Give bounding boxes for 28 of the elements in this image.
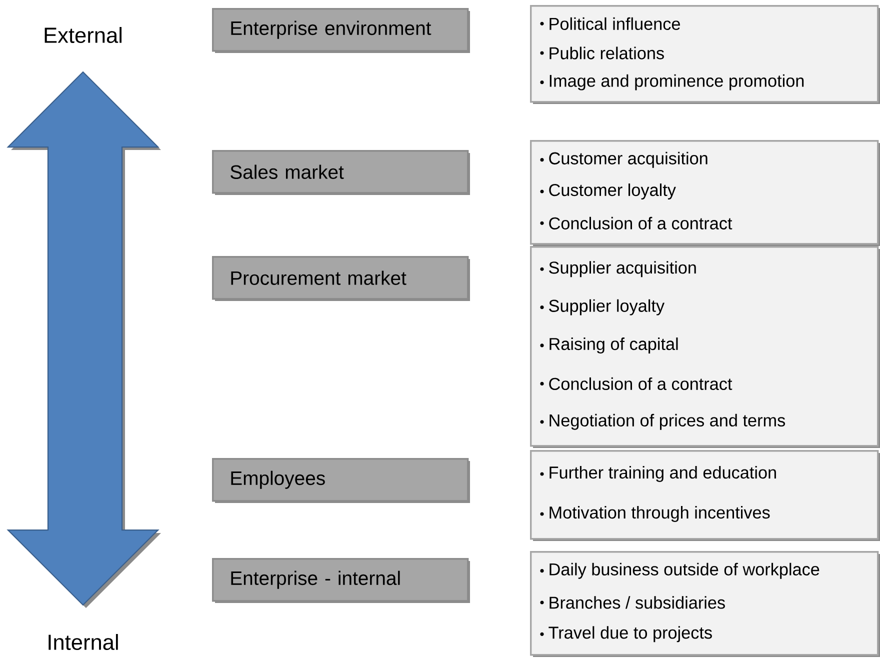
category-box: Enterprise environment	[212, 8, 470, 53]
list-item: Conclusion of a contract	[549, 216, 732, 230]
bullet-list-box	[530, 5, 880, 104]
axis-label: External	[44, 27, 122, 44]
bullet-list-box	[530, 246, 880, 448]
list-item: Negotiation of prices and terms	[550, 414, 785, 430]
category-box: Enterprise - internal	[212, 558, 470, 603]
bullet-list-box	[530, 140, 880, 246]
category-box: Procurement market	[212, 256, 470, 301]
bullet-list-box	[530, 551, 880, 657]
list-item: Travel due to projects	[548, 626, 712, 642]
axis-label: Internal	[48, 634, 118, 650]
list-item: Supplier loyalty	[549, 299, 664, 316]
list-item: Supplier acquisition	[549, 261, 696, 278]
list-item: Further training and education	[550, 466, 776, 482]
list-item: Image and prominence promotion	[550, 74, 804, 90]
list-item: Customer acquisition	[549, 152, 708, 168]
list-item: Daily business outside of workplace	[550, 562, 820, 579]
list-item: Political influence	[550, 17, 680, 30]
list-item: Customer loyalty	[549, 183, 676, 200]
list-item: Branches / subsidiaries	[550, 596, 725, 609]
category-box: Sales market	[212, 150, 470, 195]
list-item: Motivation through incentives	[550, 506, 770, 522]
list-item: Raising of capital	[550, 337, 678, 354]
list-item: Conclusion of a contract	[549, 377, 732, 390]
bullet-list-box	[530, 450, 880, 541]
category-box: Employees	[212, 458, 470, 503]
list-item: Public relations	[550, 46, 664, 60]
